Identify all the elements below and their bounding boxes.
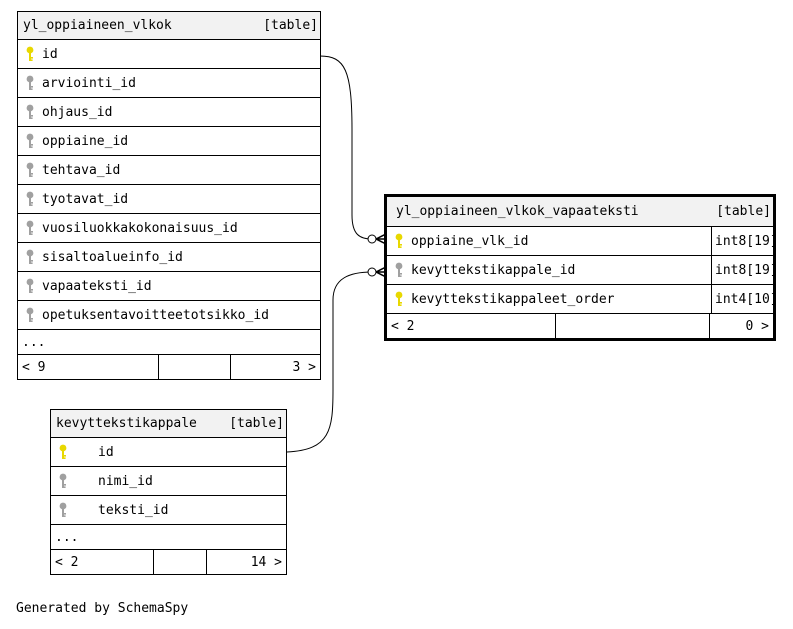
children-count[interactable]: 0 > — [745, 318, 769, 334]
foreign-key-icon — [25, 75, 35, 91]
column-name: vuosiluokkakokonaisuus_id — [42, 220, 238, 236]
table-yl-oppiaineen-vlkok-vapaateksti[interactable]: yl_oppiaineen_vlkok_vapaateksti [table] … — [384, 194, 778, 341]
foreign-key-icon — [25, 133, 35, 149]
column-name: oppiaine_id — [42, 133, 129, 149]
primary-key-icon — [25, 46, 35, 62]
column-row[interactable]: arviointi_id — [18, 69, 320, 98]
table-header: yl_oppiaineen_vlkok [table] — [18, 12, 320, 40]
column-row[interactable]: id — [18, 40, 320, 69]
column-row[interactable]: id — [51, 438, 286, 467]
children-count[interactable]: 3 > — [292, 359, 316, 375]
primary-key-icon — [394, 233, 404, 249]
foreign-key-icon — [25, 307, 35, 323]
column-name: vapaateksti_id — [42, 278, 152, 294]
foreign-key-icon — [25, 104, 35, 120]
table-header: yl_oppiaineen_vlkok_vapaateksti [table] — [387, 197, 773, 227]
parents-count[interactable]: < 2 — [387, 314, 556, 338]
column-row[interactable]: kevyttekstikappaleet_order int4[10] — [387, 285, 778, 314]
footer-middle — [556, 314, 710, 338]
column-row[interactable]: oppiaine_vlk_id int8[19] — [387, 227, 778, 256]
column-name: ohjaus_id — [42, 104, 113, 120]
more-columns: ... — [51, 525, 286, 550]
primary-key-icon — [58, 444, 68, 460]
parents-count[interactable]: < 2 — [51, 550, 154, 574]
column-name: tehtava_id — [42, 162, 121, 178]
column-row[interactable]: vapaateksti_id — [18, 272, 320, 301]
primary-key-icon — [394, 291, 404, 307]
foreign-key-icon — [58, 502, 68, 518]
edge-end-circle — [367, 267, 377, 277]
foreign-key-icon — [25, 249, 35, 265]
table-header: kevyttekstikappale [table] — [51, 410, 286, 438]
table-footer: < 2 0 > — [387, 314, 773, 338]
column-name: teksti_id — [98, 502, 169, 518]
table-name[interactable]: yl_oppiaineen_vlkok — [23, 18, 172, 33]
foreign-key-icon — [25, 220, 35, 236]
column-name: kevyttekstikappaleet_order — [411, 291, 615, 307]
table-name[interactable]: kevyttekstikappale — [56, 416, 197, 431]
table-kind: [table] — [229, 416, 284, 431]
column-name: id — [42, 46, 58, 62]
footer-middle — [159, 355, 231, 379]
more-columns: ... — [18, 330, 320, 355]
foreign-key-icon — [394, 262, 404, 278]
column-row[interactable]: oppiaine_id — [18, 127, 320, 156]
parents-count[interactable]: < 9 — [18, 355, 159, 379]
foreign-key-icon — [25, 162, 35, 178]
table-kind: [table] — [263, 18, 318, 33]
column-row[interactable]: kevyttekstikappale_id int8[19] — [387, 256, 778, 285]
footer-middle — [154, 550, 207, 574]
foreign-key-icon — [25, 278, 35, 294]
column-type: int8[19] — [711, 227, 778, 255]
table-name[interactable]: yl_oppiaineen_vlkok_vapaateksti — [396, 204, 639, 219]
table-yl-oppiaineen-vlkok[interactable]: yl_oppiaineen_vlkok [table] id arviointi_… — [17, 11, 321, 380]
column-row[interactable]: ohjaus_id — [18, 98, 320, 127]
column-name: tyotavat_id — [42, 191, 129, 207]
column-name: nimi_id — [98, 473, 153, 489]
column-name: arviointi_id — [42, 75, 136, 91]
table-kind: [table] — [716, 204, 771, 219]
column-row[interactable]: opetuksentavoitteetotsikko_id — [18, 301, 320, 330]
column-row[interactable]: teksti_id — [51, 496, 286, 525]
column-row[interactable]: nimi_id — [51, 467, 286, 496]
column-name: kevyttekstikappale_id — [411, 262, 576, 278]
column-name: opetuksentavoitteetotsikko_id — [42, 307, 269, 323]
column-row[interactable]: tyotavat_id — [18, 185, 320, 214]
children-count[interactable]: 14 > — [250, 554, 282, 570]
edge-vlkok-to-vapaateksti — [319, 55, 373, 240]
column-name: sisaltoalueinfo_id — [42, 249, 183, 265]
column-name: oppiaine_vlk_id — [411, 233, 529, 249]
column-type: int8[19] — [711, 256, 778, 284]
column-row[interactable]: tehtava_id — [18, 156, 320, 185]
foreign-key-icon — [58, 473, 68, 489]
column-row[interactable]: vuosiluokkakokonaisuus_id — [18, 214, 320, 243]
column-row[interactable]: sisaltoalueinfo_id — [18, 243, 320, 272]
column-type: int4[10] — [711, 285, 778, 313]
edge-end-circle — [367, 234, 377, 244]
foreign-key-icon — [25, 191, 35, 207]
generated-by-credit[interactable]: Generated by SchemaSpy — [16, 601, 189, 616]
column-name: id — [98, 444, 114, 460]
table-footer: < 9 3 > — [18, 355, 320, 379]
table-footer: < 2 14 > — [51, 550, 286, 574]
edge-kevyttekstikappale-to-vapaateksti — [286, 271, 373, 453]
